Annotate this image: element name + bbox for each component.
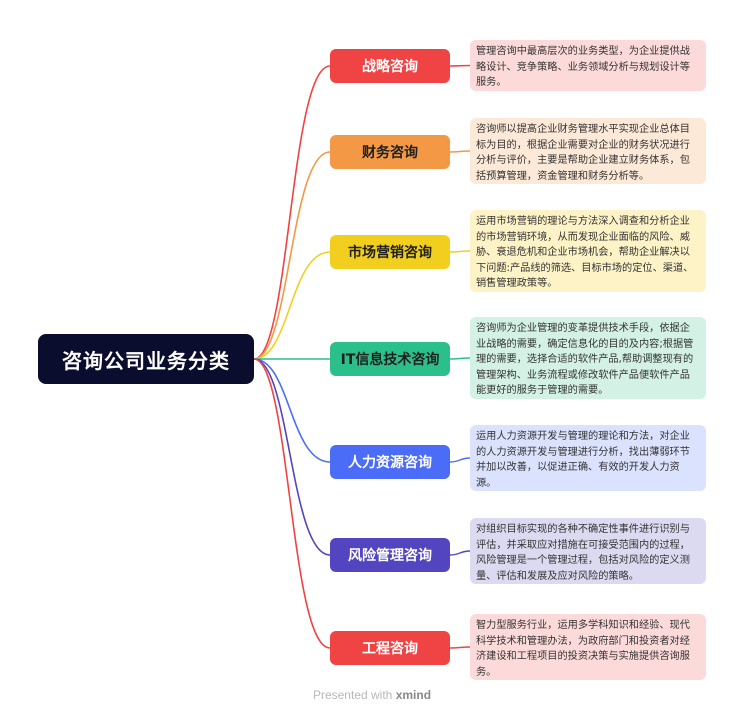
note-text: 运用人力资源开发与管理的理论和方法，对企业的人力资源开发与管理进行分析，找出薄弱… [476, 431, 690, 489]
note-text: 运用市场营销的理论与方法深入调查和分析企业的市场营销环境，从而发现企业面临的风险… [476, 216, 694, 289]
branch-note-it[interactable]: 咨询师为企业管理的变革提供技术手段，依据企业战略的需要，确定信息化的目的及内容;… [470, 317, 706, 399]
branch-topic-finance[interactable]: 财务咨询 [330, 135, 450, 169]
branch-label: 风险管理咨询 [348, 548, 432, 564]
branch-topic-marketing[interactable]: 市场营销咨询 [330, 235, 450, 269]
root-topic[interactable]: 咨询公司业务分类 [38, 334, 254, 384]
branch-label: IT信息技术咨询 [340, 352, 440, 368]
note-connector [449, 550, 471, 556]
branch-connector [253, 358, 331, 649]
branch-note-risk[interactable]: 对组织目标实现的各种不确定性事件进行识别与评估，并采取应对措施在可接受范围内的过… [470, 518, 706, 584]
note-text: 管理咨询中最高层次的业务类型，为企业提供战略设计、竞争策略、业务领域分析与规划设… [476, 46, 690, 88]
branch-topic-risk[interactable]: 风险管理咨询 [330, 538, 450, 572]
branch-topic-engineering[interactable]: 工程咨询 [330, 631, 450, 665]
branch-label: 工程咨询 [362, 641, 418, 657]
note-connector [449, 357, 471, 360]
branch-label: 人力资源咨询 [348, 455, 432, 471]
footer-prefix: Presented with [312, 688, 393, 702]
branch-note-finance[interactable]: 咨询师以提高企业财务管理水平实现企业总体目标为目的，根据企业需要对企业的财务状况… [470, 118, 706, 184]
note-text: 咨询师以提高企业财务管理水平实现企业总体目标为目的，根据企业需要对企业的财务状况… [476, 124, 690, 182]
note-connector [449, 150, 471, 153]
branch-topic-strategy[interactable]: 战略咨询 [330, 49, 450, 83]
root-title: 咨询公司业务分类 [62, 348, 230, 373]
branch-note-hr[interactable]: 运用人力资源开发与管理的理论和方法，对企业的人力资源开发与管理进行分析，找出薄弱… [470, 425, 706, 491]
note-text: 咨询师为企业管理的变革提供技术手段，依据企业战略的需要，确定信息化的目的及内容;… [476, 323, 694, 396]
note-connector [449, 457, 471, 463]
branch-note-engineering[interactable]: 智力型服务行业，运用多学科知识和经验、现代科学技术和管理办法，为政府部门和投资者… [470, 614, 706, 680]
note-text: 智力型服务行业，运用多学科知识和经验、现代科学技术和管理办法，为政府部门和投资者… [476, 620, 690, 678]
footer-brand: xmind [395, 688, 432, 702]
branch-label: 市场营销咨询 [348, 245, 432, 261]
branch-note-marketing[interactable]: 运用市场营销的理论与方法深入调查和分析企业的市场营销环境，从而发现企业面临的风险… [470, 210, 706, 292]
branch-connector [253, 65, 331, 360]
branch-connector [253, 151, 331, 360]
branch-topic-it[interactable]: IT信息技术咨询 [330, 342, 450, 376]
branch-connector [253, 358, 331, 556]
branch-connector [253, 358, 331, 463]
note-connector [449, 64, 471, 67]
branch-note-strategy[interactable]: 管理咨询中最高层次的业务类型，为企业提供战略设计、竞争策略、业务领域分析与规划设… [470, 40, 706, 91]
note-connector [449, 250, 471, 253]
branch-label: 战略咨询 [362, 59, 418, 75]
branch-connector [253, 251, 331, 360]
branch-topic-hr[interactable]: 人力资源咨询 [330, 445, 450, 479]
note-connector [449, 646, 471, 649]
footer-credit: Presented with xmind [0, 688, 744, 702]
note-text: 对组织目标实现的各种不确定性事件进行识别与评估，并采取应对措施在可接受范围内的过… [476, 524, 690, 582]
branch-label: 财务咨询 [362, 145, 418, 161]
